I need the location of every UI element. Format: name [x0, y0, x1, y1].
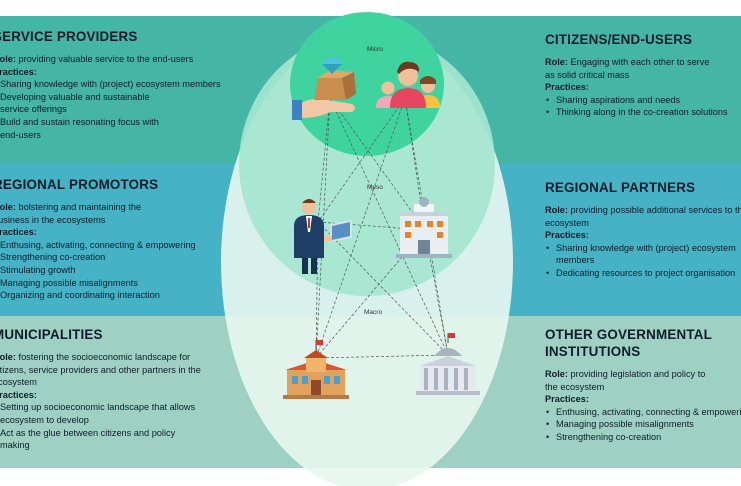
government-capitol-icon [416, 333, 480, 395]
panel-title: OTHER GOVERNMENTAL INSTITUTIONS [545, 327, 712, 359]
practice-item: Sharing knowledge with (project) ecosyst… [545, 242, 741, 267]
practice-item: Managing possible misalignments [545, 418, 741, 431]
panel-other-governmental: OTHER GOVERNMENTAL INSTITUTIONS Role: pr… [545, 326, 741, 444]
practices-list: Enthusing, activating, connecting & empo… [545, 406, 741, 444]
practice-item: Act as the glue between citizens and pol… [0, 427, 195, 452]
practice-item: Developing valuable and sustainable serv… [0, 91, 160, 116]
practices-label: Practices: [0, 66, 37, 77]
practices-list: Sharing knowledge with (project) ecosyst… [545, 242, 741, 280]
citizens-group-icon [376, 61, 440, 108]
role-label: Role: [545, 369, 568, 379]
practice-item: Organizing and coordinating interaction [0, 289, 238, 302]
panel-service-providers: SERVICE PROVIDERS Role: providing valuab… [0, 28, 238, 141]
panel-regional-partners: REGIONAL PARTNERS Role: providing possib… [545, 179, 741, 280]
role-label: Role: [0, 352, 16, 362]
role-line: Role: bolstering and maintaining the bus… [0, 201, 163, 226]
practice-item: Stimulating growth [0, 264, 238, 277]
practices-label: Practices: [545, 82, 589, 93]
role-line: Role: Engaging with each other to serve … [545, 56, 720, 81]
practice-item: Thinking along in the co-creation soluti… [545, 106, 741, 119]
role-text: providing possible additional services t… [545, 205, 741, 228]
role-label: Role: [0, 54, 16, 64]
practices-list: Sharing knowledge with (project) ecosyst… [0, 78, 238, 141]
practices-label: Practices: [0, 389, 37, 400]
practice-item: Build and sustain resonating focus with … [0, 116, 175, 141]
role-label: Role: [545, 205, 568, 215]
practices-list: Enthusing, activating, connecting & empo… [0, 239, 238, 302]
panel-title: MUNICIPALITIES [0, 327, 103, 342]
panel-title: REGIONAL PROMOTORS [0, 177, 159, 192]
role-line: Role: providing possible additional serv… [545, 204, 741, 229]
regional-partner-building-icon [396, 197, 452, 258]
role-text: providing legislation and policy to the … [545, 369, 706, 392]
role-label: Role: [0, 202, 16, 212]
practice-item: Strengthening co-creation [0, 251, 238, 264]
practice-item: Enthusing, activating, connecting & empo… [0, 239, 238, 252]
panel-title: SERVICE PROVIDERS [0, 29, 138, 44]
micro-label: Micro [367, 46, 383, 53]
meso-label: Meso [367, 184, 383, 191]
role-line: Role: fostering the socioeconomic landsc… [0, 351, 225, 389]
role-text: providing valuable service to the end-us… [15, 54, 194, 64]
package-hand-icon [292, 58, 356, 120]
panel-citizens: CITIZENS/END-USERS Role: Engaging with e… [545, 31, 741, 119]
promotor-businessman-icon [294, 199, 352, 274]
panel-regional-promotors: REGIONAL PROMOTORS Role: bolstering and … [0, 176, 238, 302]
practices-label: Practices: [545, 230, 589, 241]
role-label: Role: [545, 57, 568, 67]
practice-item: Strengthening co-creation [545, 431, 741, 444]
role-line: Role: providing valuable service to the … [0, 53, 238, 66]
role-text: Engaging with each other to serve as sol… [545, 57, 710, 80]
practices-label: Practices: [545, 394, 589, 405]
practice-item: Managing possible misalignments [0, 277, 238, 290]
practice-item: Dedicating resources to project organisa… [545, 267, 741, 280]
practices-list: Setting up socioeconomic landscape that … [0, 401, 238, 451]
practice-item: Sharing knowledge with (project) ecosyst… [0, 78, 238, 91]
panel-title: CITIZENS/END-USERS [545, 32, 693, 47]
panel-municipalities: MUNICIPALITIES Role: fostering the socio… [0, 326, 238, 452]
role-text: fostering the socioeconomic landscape fo… [0, 352, 201, 388]
role-line: Role: providing legislation and policy t… [545, 368, 715, 393]
practice-item: Sharing aspirations and needs [545, 94, 741, 107]
practice-item: Enthusing, activating, connecting & empo… [545, 406, 741, 419]
panel-title: REGIONAL PARTNERS [545, 180, 696, 195]
practice-item: Setting up socioeconomic landscape that … [0, 401, 225, 426]
role-text: bolstering and maintaining the business … [0, 202, 142, 225]
macro-label: Macro [364, 309, 383, 316]
municipality-townhall-icon [283, 340, 349, 399]
practices-label: Practices: [0, 227, 37, 238]
practices-list: Sharing aspirations and needs Thinking a… [545, 94, 741, 119]
